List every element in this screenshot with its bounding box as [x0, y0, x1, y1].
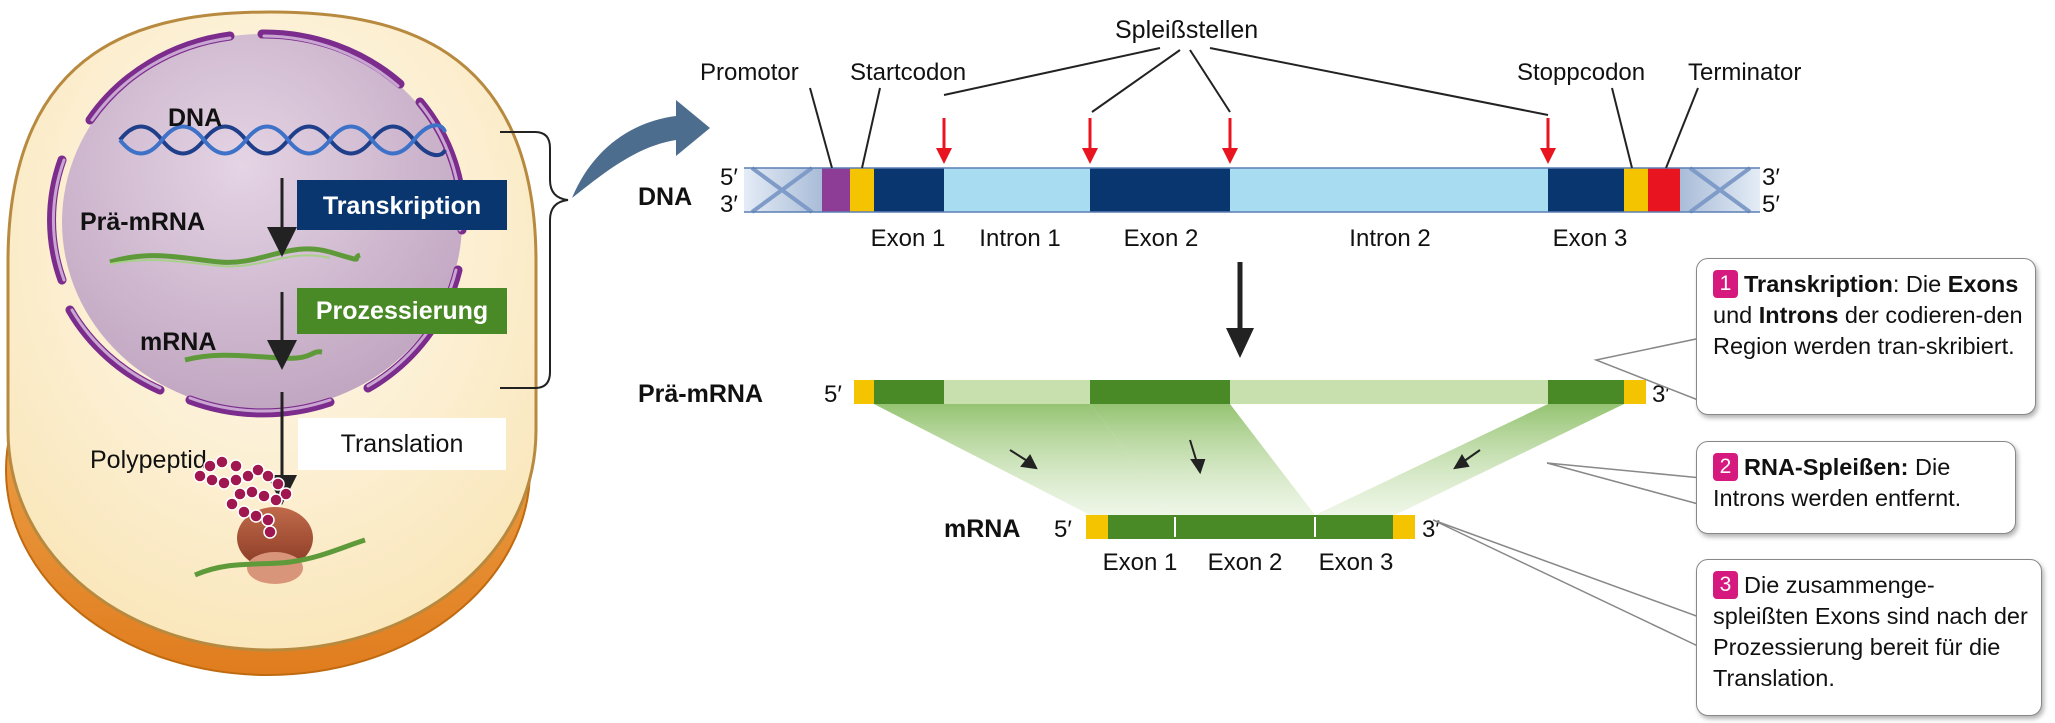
callout-2-number: 2: [1713, 453, 1738, 481]
splicing-arrows: [1009, 439, 1481, 475]
callout-1-text-d: und: [1713, 302, 1759, 328]
cell-dna-label: DNA: [168, 104, 222, 132]
gene-dna: [744, 166, 1760, 214]
pre-mrna-intron-2: [1230, 380, 1548, 404]
bracket: [500, 131, 569, 389]
dna-exon-1-label: Exon 1: [871, 225, 946, 252]
promoter-label: Promotor: [700, 59, 799, 86]
mrna-exon-2-label: Exon 2: [1208, 549, 1283, 576]
dna-exon-3-label: Exon 3: [1553, 225, 1628, 252]
polypeptide-chain: [193, 455, 293, 539]
exon-2-segment: [1090, 168, 1230, 212]
pre-mrna-exon-1: [874, 380, 944, 404]
dna-right-3-end: 3′: [1762, 164, 1780, 191]
callout-1-text-f: der codieren-den Region werden tran-skri…: [1713, 302, 2023, 359]
callout-1-text-b: : Die: [1892, 271, 1948, 297]
splice-arrow-4: [1540, 148, 1556, 164]
promoter-segment: [822, 168, 850, 212]
dna-intron-1-label: Intron 1: [979, 225, 1060, 252]
cell-illustration: DNA Prä-mRNA mRNA Transkription Prozessi…: [5, 10, 538, 676]
intron-2-segment: [1230, 168, 1548, 212]
splice-arrow-3: [1222, 148, 1238, 164]
pre-mrna-row-label: Prä-mRNA: [638, 380, 763, 408]
dna-left-5-end: 5′: [720, 164, 738, 191]
callout-1-number: 1: [1713, 270, 1738, 298]
callout-1-text-e: Introns: [1758, 302, 1839, 328]
nucleus-pre-mrna: [109, 246, 362, 265]
cell-pre-mrna-label: Prä-mRNA: [80, 208, 205, 236]
pre-mrna-exon-2: [1090, 380, 1230, 404]
callout-3-text: Die zusammenge-spleißten Exons sind nach…: [1713, 572, 2028, 691]
terminator-segment: [1648, 168, 1680, 212]
pre-mrna-3-tail: [1624, 380, 1646, 404]
exon-1-segment: [874, 168, 944, 212]
cell-mrna-label: mRNA: [140, 328, 216, 356]
translation-box-label: Translation: [341, 430, 464, 458]
pre-mrna-exon-3: [1548, 380, 1624, 404]
dna-intron-2-label: Intron 2: [1349, 225, 1430, 252]
start-codon-label: Startcodon: [850, 59, 966, 86]
mrna-strand: [1086, 515, 1415, 539]
translation-box: [298, 418, 506, 470]
splice-arrow-2: [1082, 148, 1098, 164]
stop-codon-segment: [1624, 168, 1648, 212]
stop-codon-label: Stoppcodon: [1517, 59, 1645, 86]
leader-lines: [809, 47, 1699, 169]
mrna-exon-3-label: Exon 3: [1319, 549, 1394, 576]
mrna-row-label: mRNA: [944, 515, 1020, 543]
transcription-box-label: Transkription: [323, 192, 481, 220]
callout-2-text-a: RNA-Spleißen:: [1744, 454, 1909, 480]
polypeptide-label: Polypeptid: [90, 446, 207, 474]
terminator-label: Terminator: [1688, 59, 1801, 86]
dna-row-label: DNA: [638, 183, 692, 211]
splice-band-3: [1315, 404, 1624, 515]
callout-1-text-a: Transkription: [1744, 271, 1893, 297]
zoom-arrow: [572, 100, 710, 198]
processing-box-label: Prozessierung: [316, 297, 488, 325]
splice-sites-label: Spleißstellen: [1115, 16, 1258, 44]
transcription-box: [297, 180, 507, 230]
nucleus-dna-helix: [118, 123, 447, 158]
dna-left-3-end: 3′: [720, 191, 738, 218]
intron-1-segment: [944, 168, 1090, 212]
start-codon-segment: [850, 168, 874, 212]
splice-arrow-1: [936, 148, 952, 164]
mrna-5-end: 5′: [1054, 516, 1072, 543]
mrna-3-tail: [1393, 515, 1415, 539]
callout-2-text-b: Die Introns werden entfernt.: [1713, 454, 1962, 511]
pre-mrna-intron-1: [944, 380, 1090, 404]
callout-3-number: 3: [1713, 571, 1738, 599]
pre-mrna-5-end: 5′: [824, 381, 842, 408]
mrna-exon-1-label: Exon 1: [1103, 549, 1178, 576]
cytoplasm-mrna: [194, 537, 366, 578]
dna-exon-2-label: Exon 2: [1124, 225, 1199, 252]
callout-1-text-c: Exons: [1947, 271, 2019, 297]
exon-3-segment: [1548, 168, 1624, 212]
mrna-5-cap: [1086, 515, 1108, 539]
mrna-exons: [1108, 515, 1393, 539]
dna-right-5-end: 5′: [1762, 191, 1780, 218]
splice-site-arrows: [936, 118, 1556, 164]
pre-mrna-5-cap: [854, 380, 874, 404]
pre-mrna-strand: [854, 380, 1646, 515]
processing-box: [297, 288, 507, 334]
mrna-3-end: 3′: [1422, 516, 1440, 543]
